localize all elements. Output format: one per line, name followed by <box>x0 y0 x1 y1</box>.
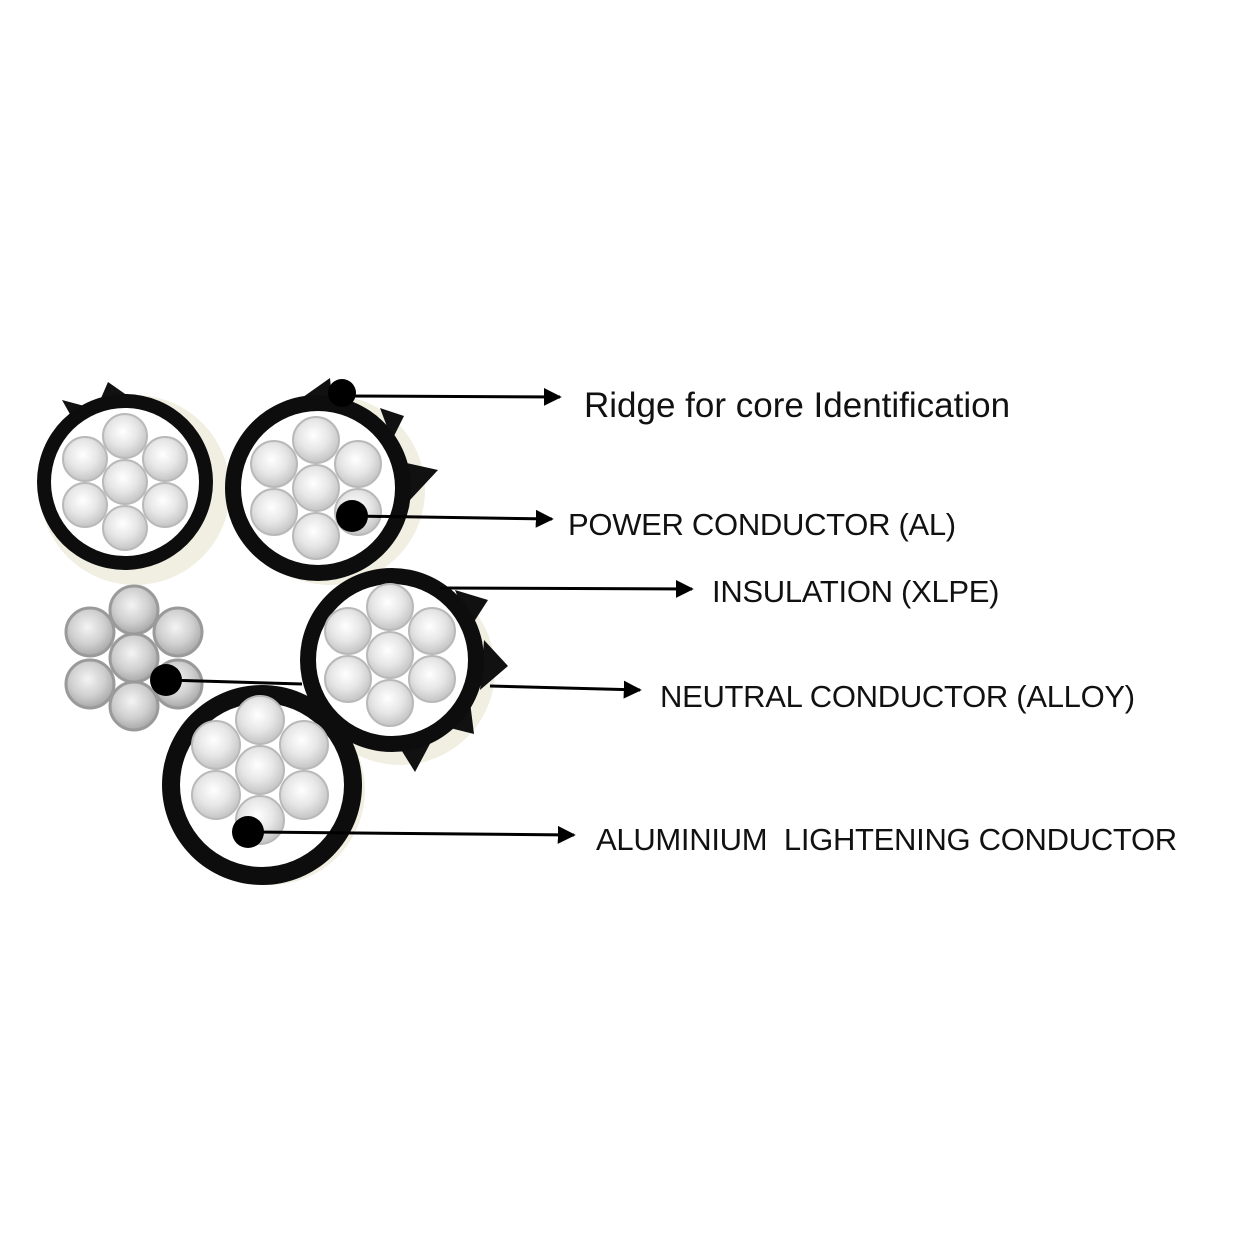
conductor-strands <box>250 416 382 560</box>
power-conductor-label: POWER CONDUCTOR (AL) <box>568 507 956 542</box>
insulation-label: INSULATION (XLPE) <box>712 574 1000 609</box>
neutral-leader-line-right <box>489 680 642 699</box>
power-core-3 <box>300 568 508 772</box>
power-core-2 <box>225 378 438 581</box>
ridge-label: Ridge for core Identification <box>584 386 1011 425</box>
leader-lines <box>165 387 694 844</box>
neutral-leader-dot <box>150 664 182 696</box>
lightening-core <box>162 685 362 885</box>
leader-dots <box>150 379 368 848</box>
ridge-leader-dot <box>328 379 356 407</box>
neutral-conductor-label: NEUTRAL CONDUCTOR (ALLOY) <box>660 679 1135 714</box>
ridge-leader-line <box>341 387 562 406</box>
neutral-leader-line <box>165 678 303 686</box>
neutral-alloy-conductor <box>64 584 204 732</box>
power-core-1 <box>37 382 213 570</box>
lightening-leader-dot <box>232 816 264 848</box>
power-leader-line <box>351 509 554 528</box>
power-leader-dot <box>336 500 368 532</box>
lightening-conductor-label: ALUMINIUM LIGHTENING CONDUCTOR <box>596 822 1177 857</box>
insulation-leader-line <box>439 579 694 598</box>
conductor-strands <box>324 583 456 727</box>
lightening-leader-line <box>247 825 576 844</box>
conductor-strands <box>62 413 188 551</box>
